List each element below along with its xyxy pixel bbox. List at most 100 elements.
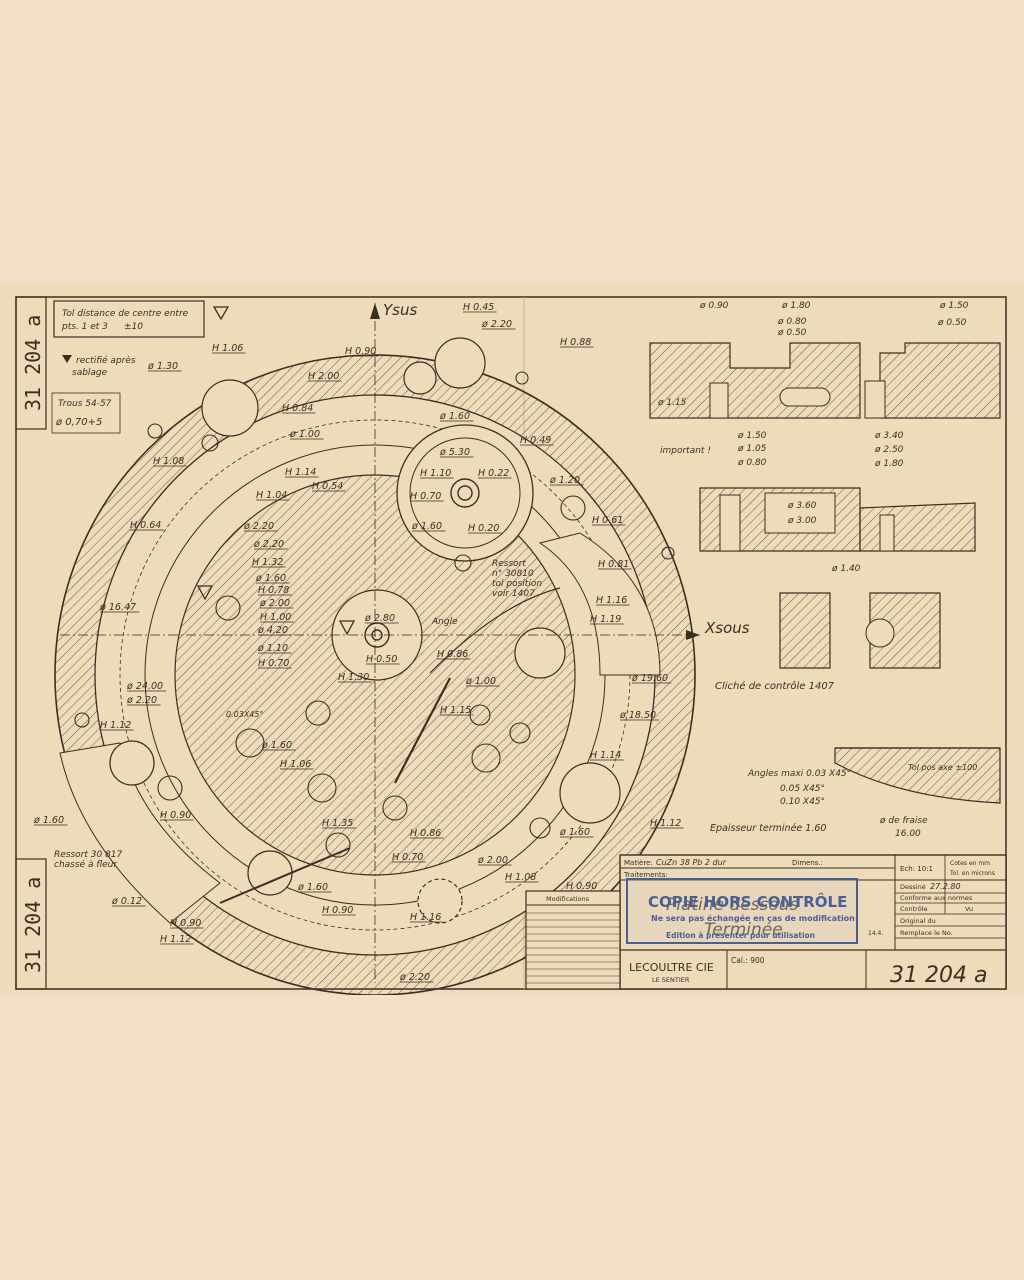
dimension-label: H 1.16 xyxy=(596,595,627,606)
hole-31 xyxy=(403,361,437,395)
barrel-recess xyxy=(396,424,534,562)
dimension-label: H 0.90 xyxy=(160,810,191,821)
ressort-top-3: tol position xyxy=(492,579,542,589)
dimension-label: H 1.14 xyxy=(590,750,621,761)
dimension-label: ø 2.00 xyxy=(259,598,290,609)
tol-note-line2: pts. 1 et 3 xyxy=(61,322,108,332)
dimension-label: H 1.08 xyxy=(505,872,536,883)
x-axis-arrow xyxy=(686,630,700,640)
dimension-label: ø 1.00 xyxy=(289,429,320,440)
dimension-label: H 1.12 xyxy=(160,934,191,945)
part-title-line1: Platine dessous xyxy=(666,895,799,915)
hole-28 xyxy=(509,722,531,744)
chamfer-note: 0.03X45° xyxy=(226,710,263,719)
trous-line2: ø 0,70+5 xyxy=(55,417,102,428)
modifications-rows xyxy=(526,912,620,984)
section-d-bore xyxy=(879,514,895,552)
dimens-label: Dimens.: xyxy=(792,859,823,867)
triangle-marker-legend xyxy=(212,306,230,321)
dimension-label: ø 0.12 xyxy=(111,896,142,907)
dimension-label: ø 1.60 xyxy=(261,740,292,751)
dimension-label: ø 2.20 xyxy=(126,695,157,706)
hole-18 xyxy=(382,795,408,821)
dimension-label: H 0.86 xyxy=(410,828,441,839)
dimension-label: H 1.06 xyxy=(280,759,311,770)
dimension-label: ø 1.60 xyxy=(411,521,442,532)
part-title-line2: Terminée xyxy=(704,920,783,940)
modifications-label: Modifications xyxy=(546,895,590,903)
section-dimension-label: ø 1.05 xyxy=(737,444,767,454)
dimension-label: H 1.30 xyxy=(338,672,369,683)
dimension-label: H 1.06 xyxy=(212,343,243,354)
dimension-label: H 0.78 xyxy=(258,585,289,596)
ressort-bottom-2: chassé à fleur xyxy=(54,859,118,870)
small-date: 14.4. xyxy=(868,930,883,937)
company-location: LE SENTIER xyxy=(652,976,690,984)
ressort-top-1: Ressort xyxy=(492,559,526,569)
dimension-label: H 1.15 xyxy=(440,705,471,716)
trous-note-box xyxy=(51,392,121,434)
dimension-label: H 0.45 xyxy=(463,302,494,313)
dimension-label: H 0.70 xyxy=(392,852,423,863)
dimension-label: ø 24.00 xyxy=(126,681,163,692)
dimension-label: H 0.84 xyxy=(282,403,313,414)
x-axis-label: Xsous xyxy=(704,619,750,637)
section-dimension-label: ø 1.40 xyxy=(831,564,861,574)
fraise-value: 16.00 xyxy=(895,829,921,839)
dimension-label: H 1.32 xyxy=(252,557,283,568)
dimension-label: H 0.61 xyxy=(592,515,623,526)
title-block: Matière: CuZn 38 Pb 2 dur Traitements: D… xyxy=(619,854,1007,990)
dimension-label: ø 2.20 xyxy=(481,319,512,330)
tol-pos-axe-note: Tol pos axe ±100 xyxy=(908,763,977,772)
side-number-top: 31 204 a xyxy=(21,315,45,411)
dimension-label: H 1.14 xyxy=(285,467,316,478)
section-a-bore xyxy=(709,382,729,419)
section-dimension-label: ø 0.90 xyxy=(699,301,729,311)
hole-26 xyxy=(559,762,621,824)
drawing-number: 31 204 a xyxy=(890,963,987,988)
hole-31b xyxy=(201,434,219,452)
cliche-note: Cliché de contrôle 1407 xyxy=(715,680,835,692)
dimension-label: ø 1.20 xyxy=(549,475,580,486)
cotes-label: Cotes en mm xyxy=(950,860,990,867)
stamp-line1: COPIE HORS CONTRÔLE xyxy=(648,892,847,911)
side-number-bottom: 31 204 a xyxy=(21,877,45,973)
spring-30810 xyxy=(394,677,451,784)
hole-15 xyxy=(235,728,265,758)
section-dimension-label: ø 1.50 xyxy=(939,301,969,311)
section-dimension-label: ø 1.80 xyxy=(781,301,811,311)
dessine-date: 27.2.80 xyxy=(930,882,961,891)
dimension-label: ø 2.00 xyxy=(477,855,508,866)
hole-3 xyxy=(215,595,241,621)
hole-37 xyxy=(529,817,551,839)
ressort-bottom-1: Ressort 30 817 xyxy=(54,850,123,860)
hole-48 xyxy=(515,371,529,385)
section-dimension-label: ø 0.80 xyxy=(737,458,767,468)
section-a-slot xyxy=(779,387,831,407)
side-number-box-top xyxy=(15,296,47,430)
barrel-arbor xyxy=(450,478,480,508)
dimension-label: ø 1.30 xyxy=(147,361,178,372)
triangle-marker-2 xyxy=(338,620,356,636)
dimension-label: H 2.00 xyxy=(308,371,339,382)
dimension-label: H 0.20 xyxy=(468,523,499,534)
hole-1 xyxy=(471,743,501,773)
cutaway-right xyxy=(538,532,661,676)
dimension-label: ø 2.80 xyxy=(364,613,395,624)
hole-24 xyxy=(201,379,259,437)
hole-13 xyxy=(454,554,472,572)
rectifie-line2: sablage xyxy=(72,368,108,378)
section-b xyxy=(879,342,1001,419)
dimension-label: H 1.10 xyxy=(420,468,451,479)
section-dimension-label: ø 0.80 xyxy=(777,317,807,327)
angles-2: 0.05 X45° xyxy=(780,784,825,794)
blueprint-sheet: 31 204 a 31 204 a xyxy=(0,283,1024,995)
dimension-label: H 0.54 xyxy=(312,481,343,492)
dimension-label: H 0.81 xyxy=(598,559,629,570)
dimension-label: H 0.90 xyxy=(566,881,597,892)
dimension-label: H 0.70 xyxy=(410,491,441,502)
dimension-label: H 1.19 xyxy=(590,614,621,625)
matiere-label: Matière: xyxy=(624,859,653,867)
tol-note-value: ±10 xyxy=(124,322,143,332)
company-name: LECOULTRE CIE xyxy=(629,961,714,974)
